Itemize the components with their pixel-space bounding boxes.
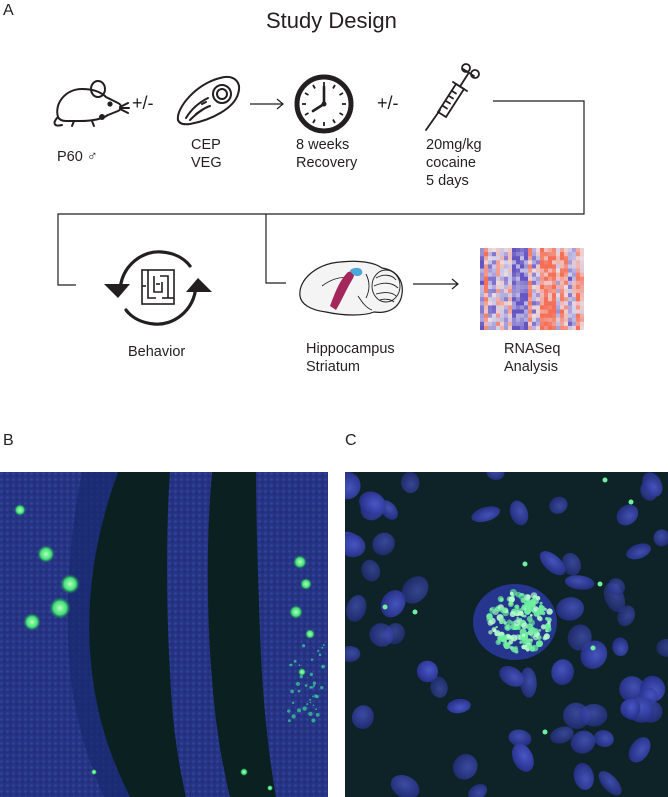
diagram-title: Study Design <box>266 8 397 33</box>
cocaine-label: 20mg/kg cocaine 5 days <box>426 137 482 189</box>
mouse-label: P60 ♂ <box>57 149 98 165</box>
plus-minus-operator: +/- <box>132 93 154 113</box>
plus-minus-operator-2: +/- <box>377 93 399 113</box>
panel-label-b: B <box>3 432 14 449</box>
parasite-cell-icon <box>176 76 240 126</box>
tissue-label: Hippocampus Striatum <box>306 341 395 375</box>
heatmap-icon <box>480 248 584 330</box>
panel-label-c: C <box>345 432 357 449</box>
recovery-label: 8 weeks Recovery <box>296 137 358 171</box>
flow-connectors <box>57 98 585 290</box>
syringe-icon <box>425 63 480 131</box>
brain-icon <box>299 260 403 316</box>
mouse-icon <box>53 80 130 127</box>
panel-label-a: A <box>3 2 14 19</box>
clock-icon <box>294 74 354 134</box>
behavior-label: Behavior <box>128 344 186 360</box>
micrograph-b-image <box>0 472 328 797</box>
rnaseq-label: RNASeq Analysis <box>504 341 561 375</box>
micrograph-c-image <box>345 472 668 797</box>
maze-cycle-icon <box>104 250 212 326</box>
parasite-label: CEP VEG <box>191 137 222 171</box>
